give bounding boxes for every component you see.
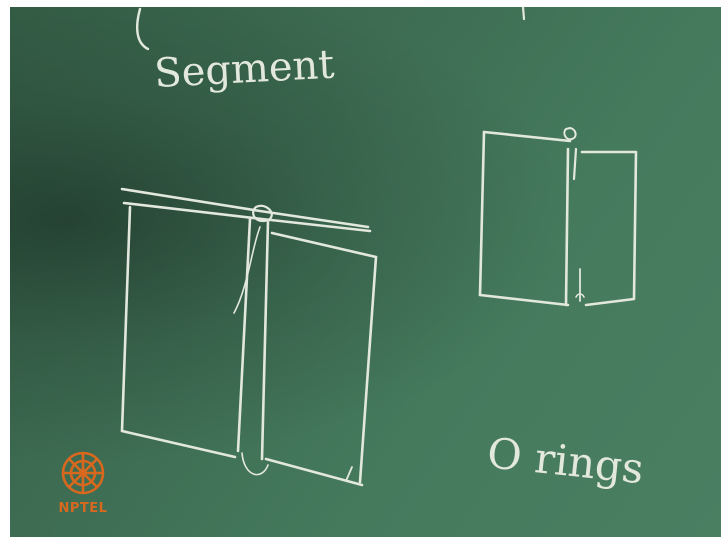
nptel-label: NPTEL <box>48 501 118 516</box>
right-segment-sketch <box>480 128 636 305</box>
o-rings-label: O rings <box>485 428 646 493</box>
chalkboard: Segment O rings NPTEL <box>10 7 721 537</box>
top-tick-stroke <box>523 7 524 19</box>
segment-label: Segment <box>153 42 335 97</box>
nptel-logo: NPTEL <box>48 445 118 525</box>
left-segment-sketch <box>122 189 376 485</box>
nptel-wheel-icon <box>48 445 118 501</box>
segment-bracket-stroke <box>137 9 148 49</box>
